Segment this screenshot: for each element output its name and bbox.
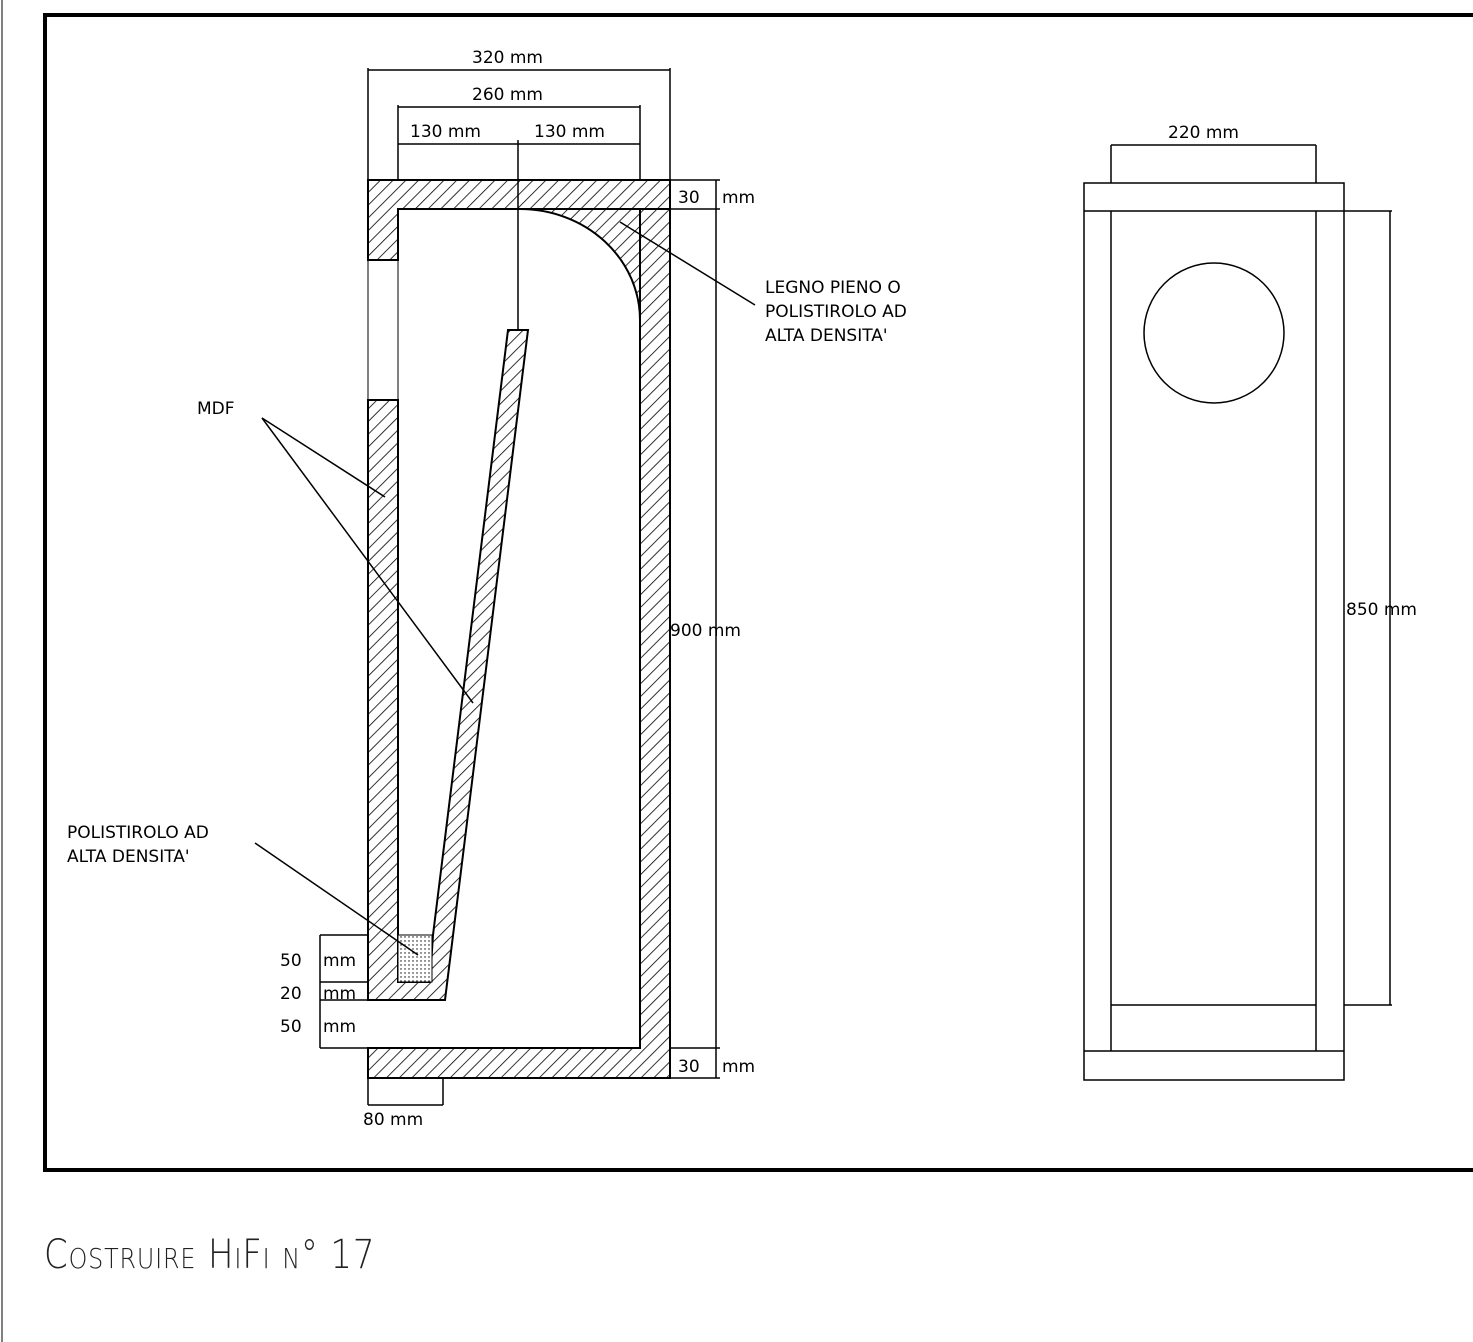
dim-port-upper-unit: mm xyxy=(323,951,356,971)
label-corner-line2: POLISTIROLO AD xyxy=(765,302,907,322)
dim-total-width: 320 mm xyxy=(472,48,543,68)
driver-cutout xyxy=(1143,262,1285,404)
section-view xyxy=(254,68,756,1106)
dim-panel-base: 20 xyxy=(280,984,302,1004)
dim-bottom-thickness: 30 xyxy=(678,1057,700,1077)
left-wall-and-inner-panel xyxy=(367,329,530,1001)
front-dim-width: 220 mm xyxy=(1168,123,1239,143)
label-corner-line3: ALTA DENSITA' xyxy=(765,326,888,346)
dim-inner-width: 260 mm xyxy=(472,85,543,105)
dim-port-width: 80 mm xyxy=(363,1110,423,1130)
dim-top-thickness: 30 xyxy=(678,188,700,208)
dim-panel-base-unit: mm xyxy=(323,984,356,1004)
label-plug-line1: POLISTIROLO AD xyxy=(67,823,209,843)
dim-half-right: 130 mm xyxy=(534,122,605,142)
dim-half-left: 130 mm xyxy=(410,122,481,142)
front-view xyxy=(1083,144,1392,1081)
dim-bottom-thickness-unit: mm xyxy=(722,1057,755,1077)
dim-port-lower: 50 xyxy=(280,1017,302,1037)
label-corner-line1: LEGNO PIENO O xyxy=(765,278,901,298)
magazine-footer: Costruire HiFi n° 17 xyxy=(44,1232,376,1278)
dim-height: 900 mm xyxy=(670,621,741,641)
label-plug-line2: ALTA DENSITA' xyxy=(67,847,190,867)
dim-top-thickness-unit: mm xyxy=(722,188,755,208)
label-mdf: MDF xyxy=(197,399,235,419)
front-dim-height: 850 mm xyxy=(1346,600,1417,620)
corner-filler xyxy=(519,208,641,321)
section-labels: 320 mm 260 mm 130 mm 130 mm 30 mm 900 mm… xyxy=(67,48,907,1130)
dim-port-upper: 50 xyxy=(280,951,302,971)
dim-port-lower-unit: mm xyxy=(323,1017,356,1037)
polystyrene-plug xyxy=(397,934,433,983)
